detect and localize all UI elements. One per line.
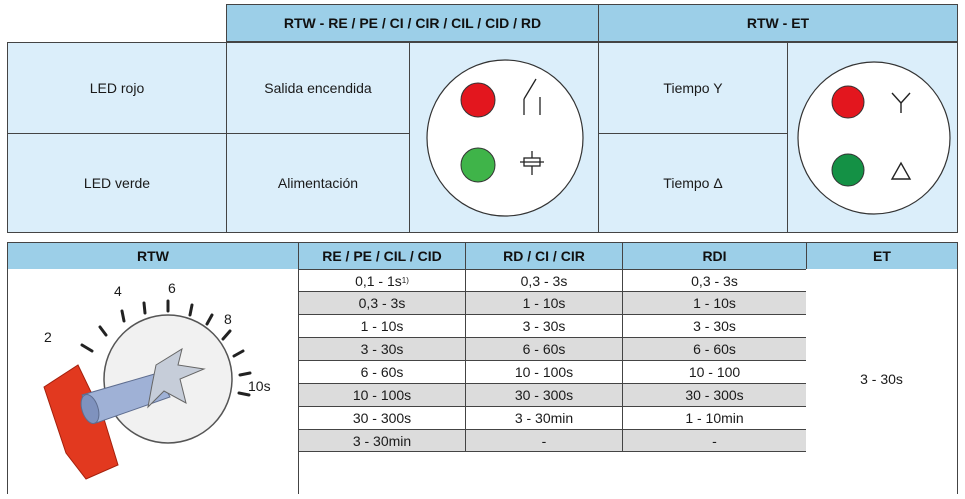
led-green-label: LED verde xyxy=(7,133,227,233)
rtw-dial-image xyxy=(43,299,252,480)
et-led-housing xyxy=(797,61,951,215)
rtw-dial-cell: 2 4 6 8 10s xyxy=(7,269,299,494)
table-cell: 1 - 10s xyxy=(465,291,623,315)
table-cell: 3 - 30s xyxy=(298,337,466,361)
table-cell: 10 - 100 xyxy=(622,360,807,384)
dial-ticks xyxy=(80,299,252,397)
table-cell: 6 - 60s xyxy=(298,360,466,384)
table-cell: 3 - 30min xyxy=(465,406,623,430)
et-green-led xyxy=(831,153,865,187)
led-diagram-cell xyxy=(409,42,599,233)
star-y-icon xyxy=(891,92,911,113)
delta-icon xyxy=(890,161,912,180)
header-rtw-general: RTW - RE / PE / CI / CIR / CIL / CID / R… xyxy=(226,4,599,42)
et-range-cell: 3 - 30s xyxy=(806,269,958,494)
table-cell: 1 - 10min xyxy=(622,406,807,430)
table-cell: 30 - 300s xyxy=(622,383,807,407)
table-cell: 6 - 60s xyxy=(622,337,807,361)
time-y-label: Tiempo Y xyxy=(598,42,788,134)
led-diagram xyxy=(426,59,584,217)
table-cell: 10 - 100s xyxy=(298,383,466,407)
footnote-mark: 1) xyxy=(401,276,409,285)
et-led-diagram xyxy=(797,61,951,215)
power-supply-label: Alimentación xyxy=(226,133,410,233)
header-rd-ci-cir: RD / CI / CIR xyxy=(465,242,623,270)
dial-label-2: 2 xyxy=(44,329,52,345)
header-et: ET xyxy=(806,242,958,270)
red-led xyxy=(460,82,496,118)
dial-label-4: 4 xyxy=(114,283,122,299)
red-lever xyxy=(43,364,119,480)
table-cell: 0,3 - 3s xyxy=(622,269,807,292)
led-housing xyxy=(426,59,584,217)
table-cell: 1 - 10s xyxy=(298,314,466,338)
knob-blades xyxy=(147,347,206,409)
table-cell: 1 - 10s xyxy=(622,291,807,315)
header-rtw-et: RTW - ET xyxy=(598,4,958,42)
header-rtw: RTW xyxy=(7,242,299,270)
dial-label-8: 8 xyxy=(224,311,232,327)
shaft-end xyxy=(80,394,100,424)
table-cell: - xyxy=(622,429,807,452)
table-cell: 3 - 30s xyxy=(622,314,807,338)
dial-label-6: 6 xyxy=(168,280,176,296)
table-cell: 3 - 30min xyxy=(298,429,466,452)
green-led xyxy=(460,147,496,183)
table-cell: 6 - 60s xyxy=(465,337,623,361)
et-range-value: 3 - 30s xyxy=(860,370,903,387)
table-cell: - xyxy=(465,429,623,452)
dial-label-10s: 10s xyxy=(248,378,271,394)
led-red-label: LED rojo xyxy=(7,42,227,134)
et-led-diagram-cell xyxy=(787,42,958,233)
header-rdi: RDI xyxy=(622,242,807,270)
header-re-pe-cil-cid: RE / PE / CIL / CID xyxy=(298,242,466,270)
table-cell-text: 0,1 - 1s xyxy=(355,272,402,289)
contact-icon xyxy=(523,78,541,115)
et-red-led xyxy=(831,85,865,119)
table-cell: 30 - 300s xyxy=(465,383,623,407)
relay-coil-icon xyxy=(520,151,544,175)
table-cell: 0,3 - 3s xyxy=(298,291,466,315)
table-cell: 3 - 30s xyxy=(465,314,623,338)
table-cell: 10 - 100s xyxy=(465,360,623,384)
table-cell: 0,3 - 3s xyxy=(465,269,623,292)
table-cell: 30 - 300s xyxy=(298,406,466,430)
output-on-label: Salida encendida xyxy=(226,42,410,134)
time-delta-label: Tiempo Δ xyxy=(598,133,788,233)
